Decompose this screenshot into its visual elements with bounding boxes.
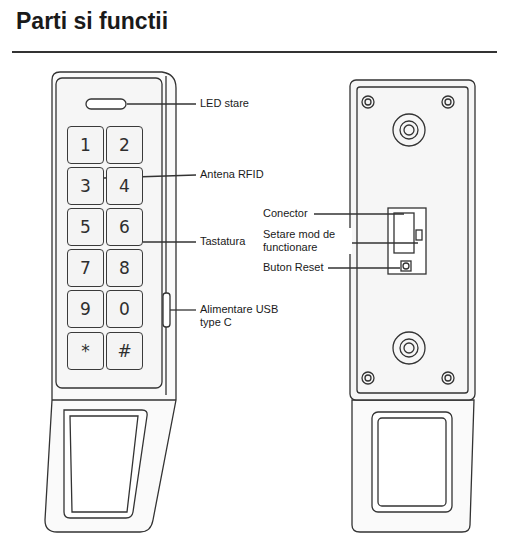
callout-label: Antena RFID xyxy=(199,168,265,181)
key-label: 6 xyxy=(119,217,130,237)
key-label: 2 xyxy=(119,135,130,155)
front-view xyxy=(45,72,196,532)
key-label: # xyxy=(117,341,131,361)
keypad-key: 7 xyxy=(67,249,104,287)
keypad-key: 5 xyxy=(67,208,104,246)
callout-label: Alimentare USB type C xyxy=(199,303,291,329)
back-view xyxy=(314,80,475,532)
keypad-key: 8 xyxy=(106,249,143,287)
keypad-key: * xyxy=(67,332,104,370)
key-label: * xyxy=(81,341,90,361)
keypad-key: 6 xyxy=(106,208,143,246)
keypad-key: 0 xyxy=(106,290,143,328)
keypad-key: 1 xyxy=(67,126,104,164)
keypad-key: 9 xyxy=(67,290,104,328)
keypad-key: 2 xyxy=(106,126,143,164)
key-label: 3 xyxy=(80,176,91,196)
callout-label: Setare mod de functionare xyxy=(262,228,352,254)
key-label: 9 xyxy=(80,299,91,319)
keypad-key: 4 xyxy=(106,167,143,205)
key-label: 0 xyxy=(119,299,130,319)
key-label: 8 xyxy=(119,258,130,278)
page-title: Parti si functii xyxy=(16,8,168,35)
key-label: 4 xyxy=(119,176,130,196)
callout-label: Conector xyxy=(262,207,309,220)
title-rule xyxy=(12,51,497,53)
key-label: 5 xyxy=(80,217,91,237)
key-label: 7 xyxy=(80,258,91,278)
callout-label: Tastatura xyxy=(199,235,246,248)
callout-label: Buton Reset xyxy=(262,261,325,274)
key-label: 1 xyxy=(80,135,91,155)
callout-label: LED stare xyxy=(199,97,250,110)
keypad-key: 3 xyxy=(67,167,104,205)
keypad-key: # xyxy=(106,332,143,370)
